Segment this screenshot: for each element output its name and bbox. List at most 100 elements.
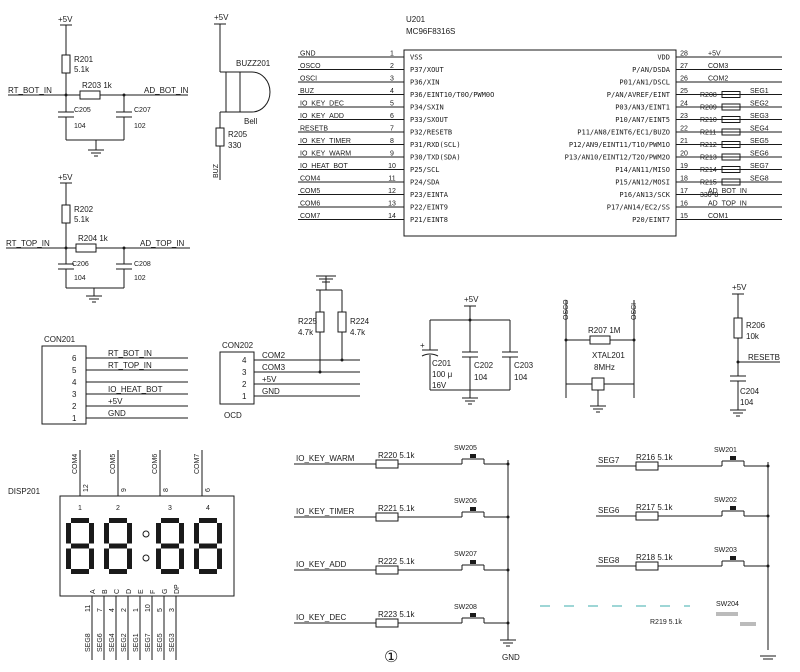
mcu-net-label: OSCI bbox=[300, 76, 317, 83]
display-com-label: COM5 bbox=[110, 454, 117, 474]
mcu-body bbox=[403, 49, 677, 237]
display-com-pin: 12 bbox=[83, 484, 90, 492]
r203-label: R203 1k bbox=[82, 81, 113, 90]
key-net-label: SEG8 bbox=[598, 556, 620, 565]
con201-net-label: +5V bbox=[108, 397, 123, 406]
key-resistor-label: R222 5.1k bbox=[378, 557, 415, 566]
c203-value: 104 bbox=[514, 373, 528, 382]
mcu-pin-number: 28 bbox=[680, 51, 688, 58]
mcu-pin-function: P/AN/DSDA bbox=[632, 66, 671, 74]
mcu-net-label: IO_KEY_DEC bbox=[300, 101, 344, 108]
mcu-pin-number: 17 bbox=[680, 188, 688, 195]
con201-pin-number: 4 bbox=[72, 378, 77, 387]
key-row: IO_KEY_DEC R223 5.1k SW208 bbox=[294, 604, 510, 628]
mcu-pin-number: 10 bbox=[388, 163, 396, 170]
con201-net-label: IO_HEAT_BOT bbox=[108, 385, 163, 394]
display-seg-letter: D bbox=[126, 589, 133, 594]
mcu-net-label: COM7 bbox=[300, 213, 320, 220]
connector-con201: CON201 6RT_BOT_IN5RT_TOP_IN43IO_HEAT_BOT… bbox=[41, 335, 188, 425]
key-net-label: SEG6 bbox=[598, 506, 620, 515]
c206-label: C206 bbox=[72, 261, 89, 268]
con201-pin-number: 3 bbox=[72, 390, 77, 399]
mcu-pin-number: 20 bbox=[680, 151, 688, 158]
key-net-label: SEG7 bbox=[598, 456, 620, 465]
mcu-net-label: COM3 bbox=[708, 63, 728, 70]
con201-label: CON201 bbox=[44, 335, 76, 344]
c204-value: 104 bbox=[740, 398, 754, 407]
key-resistor bbox=[375, 565, 399, 575]
mcu-net-label: COM4 bbox=[300, 176, 320, 183]
mcu-net-label: SEG7 bbox=[750, 163, 769, 170]
display-seg-net: SEG1 bbox=[133, 633, 140, 652]
mcu-pin-function: P30/TXD(SDA) bbox=[410, 154, 461, 162]
con202-pin-number: 2 bbox=[242, 380, 247, 389]
vcc-label: +5V bbox=[464, 295, 479, 304]
mcu-net-label: COM2 bbox=[708, 76, 728, 83]
display-com-label: COM6 bbox=[152, 454, 159, 474]
con202-body bbox=[219, 351, 255, 405]
switch-label: SW208 bbox=[454, 604, 477, 611]
mcu-net-label: SEG4 bbox=[750, 126, 769, 133]
r225-value: 4.7k bbox=[298, 328, 314, 337]
con202-net-label: COM3 bbox=[262, 363, 286, 372]
r219-label: R219 5.1k bbox=[650, 619, 682, 626]
rt-top-in-label: RT_TOP_IN bbox=[6, 239, 50, 248]
mcu-pin-function: P16/AN13/SCK bbox=[619, 191, 670, 199]
mcu-net-label: SEG3 bbox=[750, 113, 769, 120]
key-resistor bbox=[375, 459, 399, 469]
mcu-net-label: +5V bbox=[708, 51, 721, 58]
mcu-net-label: OSCO bbox=[300, 63, 321, 70]
r201-value: 5.1k bbox=[74, 65, 90, 74]
key-resistor-label: R216 5.1k bbox=[636, 453, 673, 462]
display-seg-net: SEG7 bbox=[145, 633, 152, 652]
con202-label: CON202 bbox=[222, 341, 254, 350]
display-digit-number: 3 bbox=[168, 505, 172, 512]
key-net-label: IO_KEY_ADD bbox=[296, 560, 346, 569]
key-resistor-label: R221 5.1k bbox=[378, 504, 415, 513]
display-seg-pin: 3 bbox=[169, 608, 176, 612]
display-com-label: COM7 bbox=[194, 454, 201, 474]
display-seg-net: SEG4 bbox=[109, 633, 116, 652]
mcu-pin-function: P20/EINT7 bbox=[632, 216, 670, 224]
display-digit bbox=[156, 518, 184, 574]
mcu-series-resistor: 330*8 bbox=[700, 192, 718, 199]
display-com-pin: 8 bbox=[163, 488, 170, 492]
key-net-label: IO_KEY_DEC bbox=[296, 613, 346, 622]
mcu-pin-function: P31/RXD(SCL) bbox=[410, 141, 461, 149]
mcu-pin-number: 13 bbox=[388, 201, 396, 208]
mcu-series-resistor: R208 bbox=[700, 92, 717, 99]
key-resistor-label: R223 5.1k bbox=[378, 610, 415, 619]
display-com-pin: 6 bbox=[205, 488, 212, 492]
resistor-r214 bbox=[721, 166, 741, 173]
display-seg-pin: 4 bbox=[109, 608, 116, 612]
mcu-series-resistor: R212 bbox=[700, 142, 717, 149]
mcu-net-label: SEG5 bbox=[750, 138, 769, 145]
mcu-pin-function: P/AN/AVREF/EINT bbox=[607, 91, 671, 99]
display-seg-pin: 10 bbox=[145, 604, 152, 612]
mcu-pin-number: 24 bbox=[680, 101, 688, 108]
mcu-pin-number: 2 bbox=[390, 63, 394, 70]
key-net-label: IO_KEY_TIMER bbox=[296, 507, 354, 516]
r224-label: R224 bbox=[350, 317, 370, 326]
key-resistor-label: R217 5.1k bbox=[636, 503, 673, 512]
mcu-net-label: AD_TOP_IN bbox=[708, 201, 747, 208]
mcu-pin-function: P34/SXIN bbox=[410, 104, 444, 112]
crystal-circuit: OSCO OSCI R207 1M XTAL201 8MHz bbox=[563, 299, 638, 413]
mcu-part: MC96F8316S bbox=[406, 27, 455, 36]
mcu-series-resistor: R213 bbox=[700, 155, 717, 162]
resistor-r203 bbox=[79, 90, 101, 100]
mcu-pin-number: 21 bbox=[680, 138, 688, 145]
mcu-pin-number: 5 bbox=[390, 101, 394, 108]
mcu-pin-number: 3 bbox=[390, 76, 394, 83]
vcc-label: +5V bbox=[58, 173, 73, 182]
key-resistor bbox=[375, 512, 399, 522]
mcu-pin-number: 6 bbox=[390, 113, 394, 120]
bell-label: Bell bbox=[244, 117, 258, 126]
display-seg-letter: F bbox=[150, 590, 157, 594]
xtal-freq: 8MHz bbox=[594, 363, 615, 372]
display-digit bbox=[66, 518, 94, 574]
